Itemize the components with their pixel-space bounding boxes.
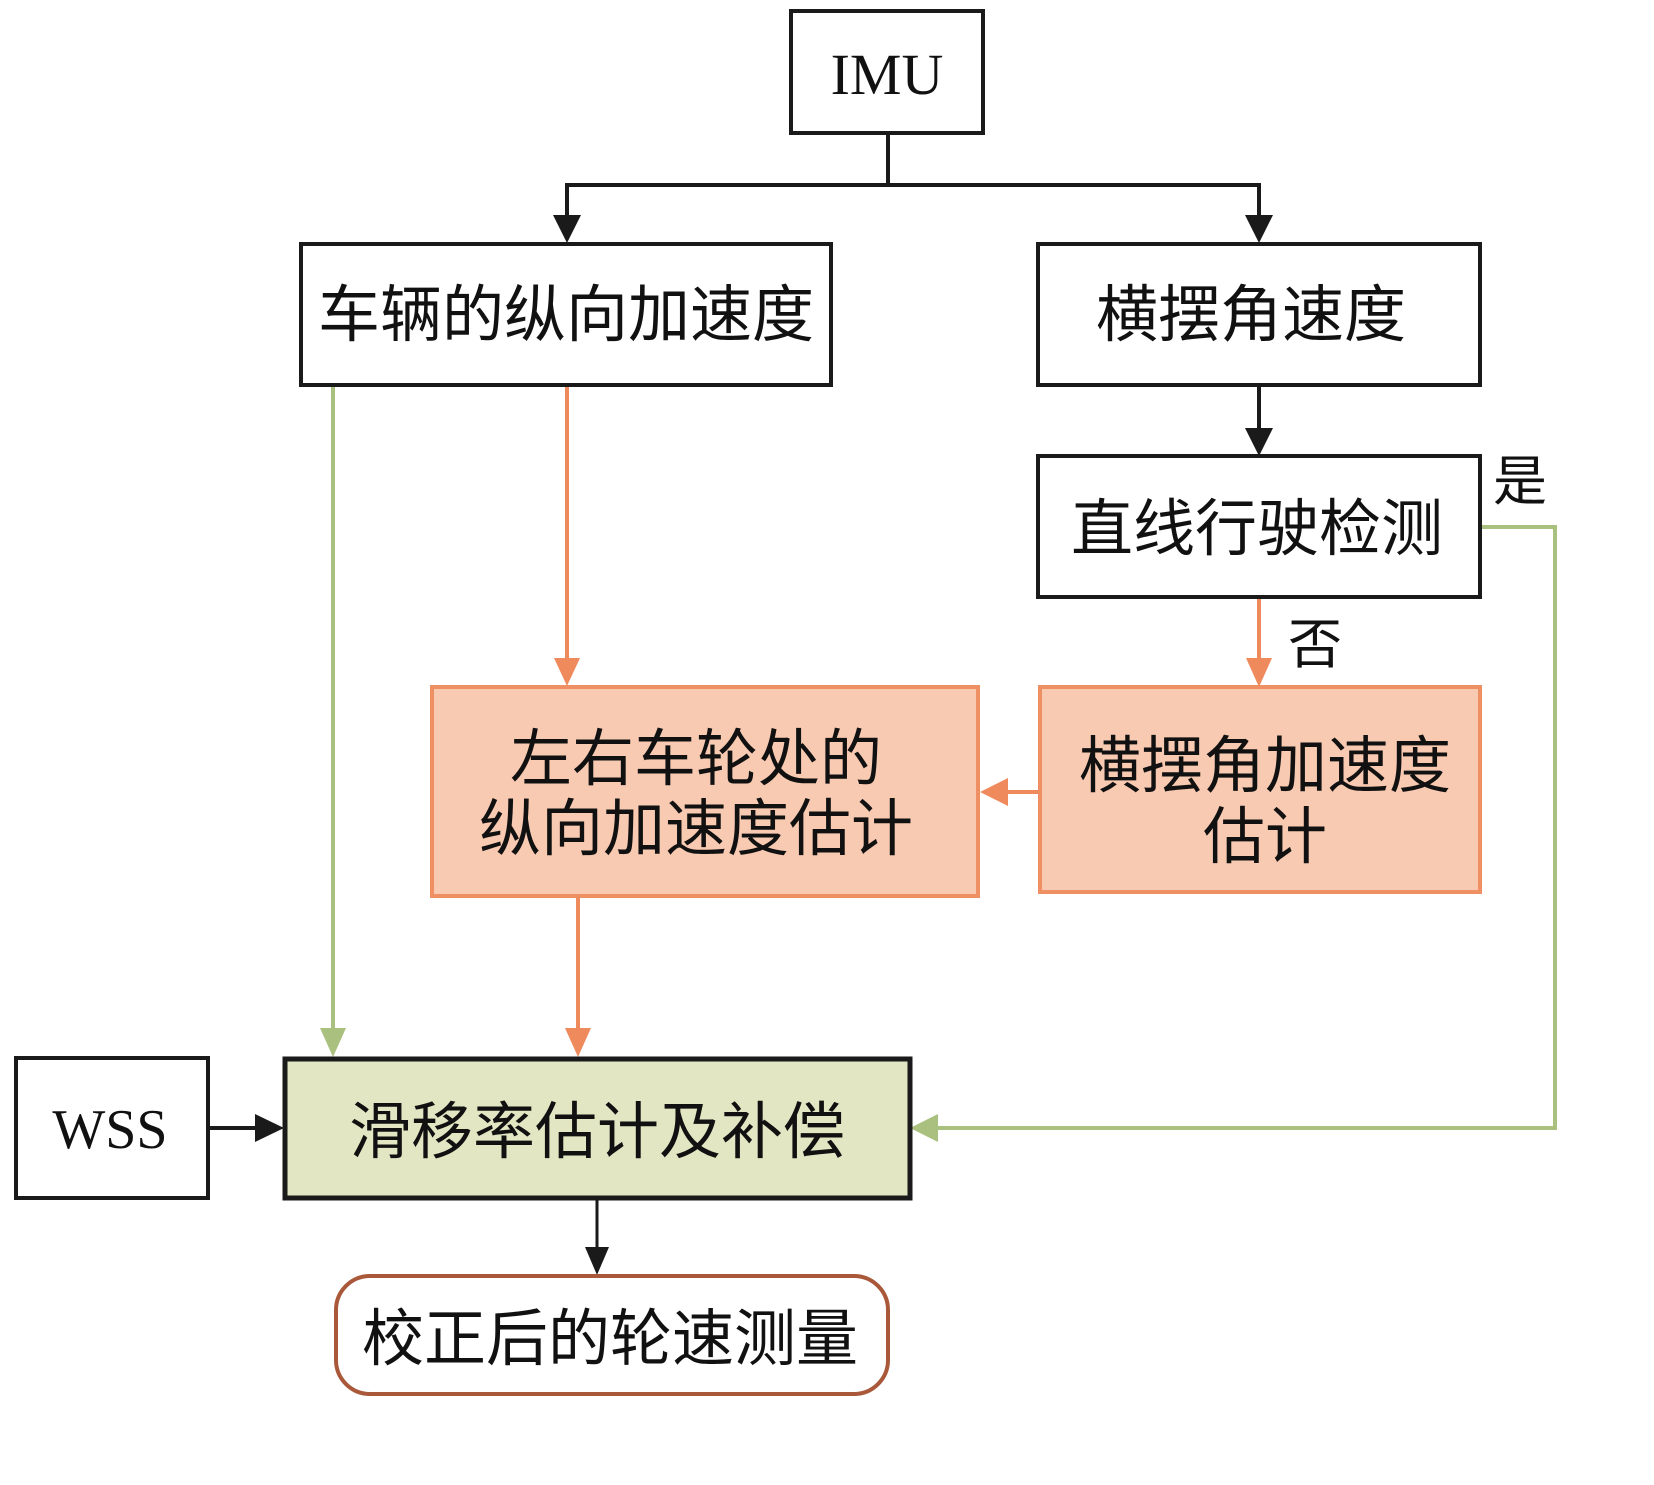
node-straight-detect-label: 直线行驶检测 xyxy=(1071,492,1443,565)
node-wheel-long-accel-est-line2: 纵向加速度估计 xyxy=(479,792,913,865)
node-straight-detect: 直线行驶检测 xyxy=(1036,454,1482,599)
edge-yaw-rate-to-straight-detect xyxy=(1245,385,1273,456)
edge-label-no: 否 xyxy=(1288,613,1342,676)
arrowhead-icon xyxy=(1245,428,1273,456)
arrowhead-icon xyxy=(585,1247,609,1275)
node-vehicle-long-accel: 车辆的纵向加速度 xyxy=(299,242,833,387)
node-imu: IMU xyxy=(789,9,985,135)
edge-imu-split xyxy=(567,133,1259,187)
node-corrected-speed-label: 校正后的轮速测量 xyxy=(362,1302,858,1375)
arrowhead-icon xyxy=(1245,215,1273,243)
node-imu-label: IMU xyxy=(831,42,944,107)
node-wheel-long-accel-est-line1: 左右车轮处的 xyxy=(510,722,882,795)
node-slip-comp-label: 滑移率估计及补偿 xyxy=(349,1095,845,1168)
node-yaw-accel-est-line2: 估计 xyxy=(1203,800,1327,873)
arrowhead-icon xyxy=(910,1114,938,1142)
node-wss: WSS xyxy=(14,1056,210,1200)
node-slip-comp: 滑移率估计及补偿 xyxy=(282,1056,913,1201)
node-yaw-accel-est-line1: 横摆角加速度 xyxy=(1079,729,1451,802)
arrowhead-icon xyxy=(553,215,581,243)
arrowhead-icon xyxy=(1246,658,1272,687)
edge-imu-to-yaw-rate xyxy=(1245,183,1273,243)
edge-wss-to-slip-comp xyxy=(208,1114,284,1142)
node-yaw-rate-label: 横摆角速度 xyxy=(1096,278,1406,351)
edge-straight-detect-no-to-yaw-accel xyxy=(1246,597,1272,687)
node-corrected-speed: 校正后的轮速测量 xyxy=(334,1274,890,1396)
node-yaw-rate: 横摆角速度 xyxy=(1036,242,1482,387)
edge-vehicle-long-accel-to-slip-comp xyxy=(320,385,346,1057)
arrowhead-icon xyxy=(980,778,1008,806)
node-vehicle-long-accel-label: 车辆的纵向加速度 xyxy=(318,278,814,351)
edge-wheel-est-to-slip-comp xyxy=(565,896,591,1057)
node-wheel-long-accel-est: 左右车轮处的 纵向加速度估计 xyxy=(430,685,980,898)
edge-vehicle-long-accel-to-wheel-est xyxy=(554,385,580,686)
arrowhead-icon xyxy=(255,1114,284,1142)
edge-label-yes: 是 xyxy=(1493,450,1547,513)
arrowhead-icon xyxy=(565,1028,591,1057)
node-yaw-accel-est: 横摆角加速度 估计 xyxy=(1038,685,1482,894)
arrowhead-icon xyxy=(320,1028,346,1057)
edge-imu-to-vehicle-long-accel xyxy=(553,183,581,243)
edge-slip-comp-to-corrected-speed xyxy=(585,1198,609,1275)
node-wss-label: WSS xyxy=(52,1099,167,1161)
edge-yaw-accel-to-wheel-est xyxy=(980,778,1039,806)
arrowhead-icon xyxy=(554,658,580,686)
edge-straight-detect-yes-to-slip-comp xyxy=(910,525,1557,1142)
